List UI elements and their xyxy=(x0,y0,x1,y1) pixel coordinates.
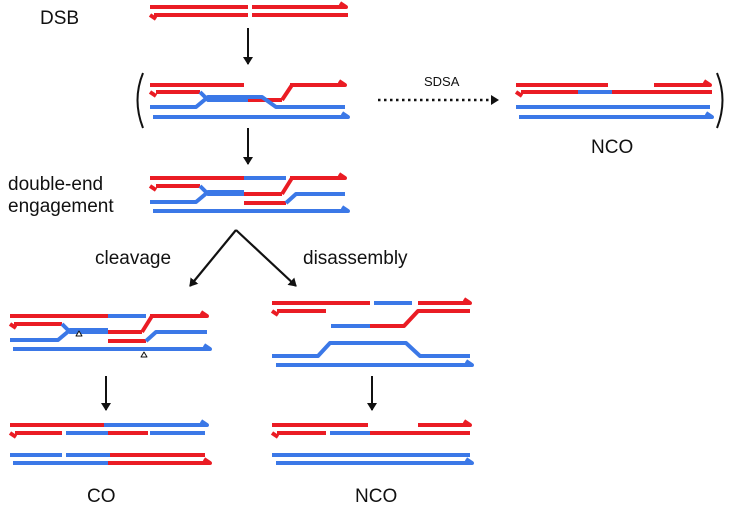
cleavage-site-triangle-icon xyxy=(140,351,148,358)
sdsa-label: SDSA xyxy=(424,74,460,89)
cleavage-branch-line xyxy=(189,229,237,287)
double-end-engagement-label: double-end engagement xyxy=(8,174,114,217)
cleavage-label: cleavage xyxy=(95,248,172,269)
nco-top-label: NCO xyxy=(591,137,634,158)
disassembly-intermediate xyxy=(270,297,474,367)
disassembly-label: disassembly xyxy=(303,248,408,269)
dsb-label: DSB xyxy=(40,8,80,29)
disassembly-branch-line xyxy=(235,229,297,287)
cleavage-site-triangle-icon xyxy=(75,330,83,337)
co-label: CO xyxy=(87,486,116,507)
d-loop-intermediate xyxy=(148,79,350,119)
double-holliday-junction xyxy=(148,172,350,213)
nco-bottom-product xyxy=(270,419,474,465)
co-product xyxy=(8,419,212,465)
nco-top-product xyxy=(514,79,714,119)
cleavage-intermediate xyxy=(8,310,212,351)
left-bracket xyxy=(136,72,144,129)
nco-bottom-label: NCO xyxy=(355,486,398,507)
dsb-duplex xyxy=(148,1,348,21)
right-bracket xyxy=(716,72,724,129)
